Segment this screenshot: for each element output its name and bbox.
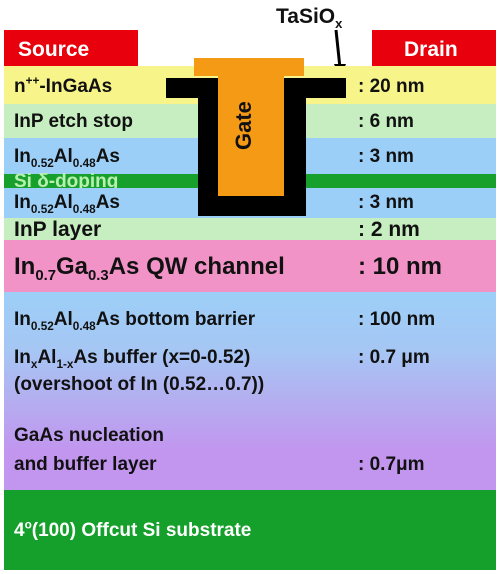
oxide-label: TaSiOx (276, 5, 343, 32)
barrier-lower-thickness: : 3 nm (358, 192, 414, 213)
source-label: Source (18, 38, 90, 61)
layer-qw-channel (4, 240, 496, 292)
gaas-label-line1: GaAs nucleation (14, 425, 164, 446)
cap-thickness: : 20 nm (358, 76, 425, 97)
layer-substrate (4, 490, 496, 570)
buffer-label-line2: (overshoot of In (0.52…0.7)) (14, 374, 265, 395)
delta-doping-label: Si δ-doping (14, 171, 119, 192)
bottom-barrier-thickness: : 100 nm (358, 309, 436, 330)
layer-inp (4, 218, 496, 240)
inp-thickness: : 2 nm (358, 218, 420, 241)
barrier-lower-label: In0.52Al0.48As (14, 192, 120, 216)
buffer-thickness: : 0.7 μm (358, 347, 430, 368)
source-contact (4, 30, 138, 66)
substrate-label: 4o(100) Offcut Si substrate (14, 518, 252, 541)
bottom-barrier-label: In0.52Al0.48As bottom barrier (14, 309, 256, 333)
barrier-upper-label: In0.52Al0.48As (14, 146, 120, 170)
cap-label: n++-InGaAs (14, 74, 113, 97)
gaas-thickness: : 0.7μm (358, 454, 425, 475)
gaas-label-line2: and buffer layer (14, 454, 157, 475)
gate-label: Gate (231, 101, 256, 150)
buffer-label-line1: InxAl1-xAs buffer (x=0-0.52) (14, 347, 251, 371)
etch-stop-label: InP etch stop (14, 111, 133, 132)
qw-channel-thickness: : 10 nm (358, 253, 443, 280)
inp-label: InP layer (14, 218, 102, 241)
drain-label: Drain (404, 38, 458, 61)
drain-contact (372, 30, 496, 66)
qw-channel-label: In0.7Ga0.3As QW channel (14, 253, 285, 284)
barrier-upper-thickness: : 3 nm (358, 146, 414, 167)
layer-buffer-gradient (4, 292, 496, 490)
etch-stop-thickness: : 6 nm (358, 111, 414, 132)
